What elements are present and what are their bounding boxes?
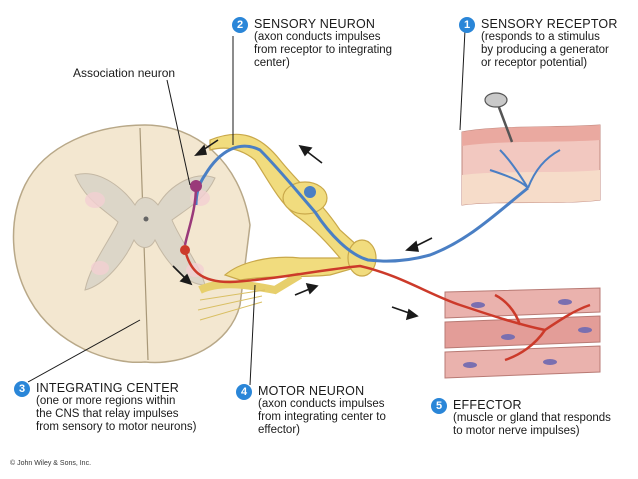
title-integrating-center: INTEGRATING CENTER [36, 381, 179, 395]
badge-sensory-neuron: 2 [232, 17, 248, 33]
badge-motor-neuron: 4 [236, 384, 252, 400]
leader-lines [27, 29, 466, 386]
desc-line: to motor nerve impulses) [453, 425, 580, 437]
title-sensory-receptor: SENSORY RECEPTOR [481, 17, 618, 31]
desc-line: from integrating center to [258, 411, 386, 423]
desc-line: or receptor potential) [481, 57, 588, 69]
title-sensory-neuron: SENSORY NEURON [254, 17, 376, 31]
desc-line: (axon conducts impulses [254, 31, 381, 43]
muscle-effector-tissue [444, 287, 601, 379]
desc-line: from sensory to motor neurons) [36, 421, 197, 433]
desc-line: center) [254, 57, 290, 69]
title-motor-neuron: MOTOR NEURON [258, 384, 365, 398]
label-sensory-receptor: SENSORY RECEPTOR (responds to a stimulus… [481, 17, 618, 70]
desc-line: (muscle or gland that responds [453, 412, 611, 424]
label-motor-neuron: MOTOR NEURON (axon conducts impulses fro… [258, 384, 386, 437]
motor-axon [183, 249, 591, 362]
desc-line: (responds to a stimulus [481, 31, 600, 43]
desc-line: the CNS that relay impulses [36, 408, 179, 420]
desc-line: from receptor to integrating [254, 44, 393, 56]
desc-line: (axon conducts impulses [258, 398, 385, 410]
badge-integrating-center: 3 [14, 381, 30, 397]
label-sensory-neuron: SENSORY NEURON (axon conducts impulses f… [254, 17, 392, 70]
desc-line: effector) [258, 424, 300, 436]
desc-line: by producing a generator [481, 44, 609, 56]
label-integrating-center: INTEGRATING CENTER (one or more regions … [36, 381, 196, 434]
direction-arrows [172, 139, 433, 321]
title-effector: EFFECTOR [453, 398, 522, 412]
label-effector: EFFECTOR (muscle or gland that responds … [453, 398, 611, 438]
label-association-neuron: Association neuron [73, 66, 176, 80]
badge-effector: 5 [431, 398, 447, 414]
pin-icon [484, 92, 514, 143]
skin-receptor-tissue [461, 124, 601, 206]
badge-sensory-receptor: 1 [459, 17, 475, 33]
desc-line: (one or more regions within [36, 395, 176, 407]
copyright-notice: © John Wiley & Sons, Inc. [10, 460, 92, 467]
